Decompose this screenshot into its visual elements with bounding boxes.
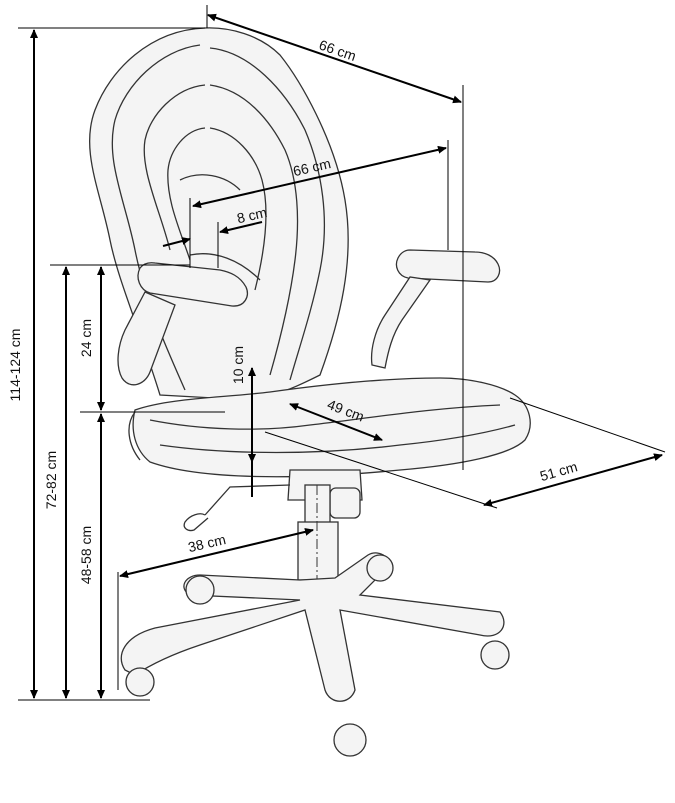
dim-backrest-width	[192, 145, 447, 209]
right-armrest-support	[370, 276, 432, 369]
seat-panel-2	[159, 424, 516, 454]
tilt-lever	[183, 484, 291, 532]
label-seat-height: 48-58 cm	[78, 526, 94, 584]
label-total-height: 114-124 cm	[7, 329, 23, 402]
label-armrest-width: 8 cm	[235, 204, 268, 226]
dim-armrest-width-left	[162, 237, 191, 247]
caster-right-back	[366, 554, 394, 582]
casters	[125, 554, 510, 757]
dimension-lines	[18, 5, 666, 701]
left-armrest-pad	[137, 262, 248, 307]
gas-lift-cover	[297, 521, 339, 581]
backrest-inner-1	[143, 84, 206, 251]
dim-armrest-width-right	[219, 221, 263, 235]
dim-seat-width	[289, 403, 383, 441]
ext-seat-right	[509, 397, 666, 453]
dim-overall-width	[207, 13, 462, 104]
left-armrest-support	[117, 291, 176, 386]
dim-base-radius	[119, 527, 314, 579]
right-armrest-pad	[395, 249, 501, 283]
label-armrest-height: 72-82 cm	[43, 451, 59, 509]
seat-front-edge	[128, 411, 141, 461]
caster-right-front	[480, 640, 510, 670]
caster-left-back	[185, 575, 215, 605]
ext-seat-front	[264, 431, 498, 509]
label-armrest-to-seat: 24 cm	[78, 319, 94, 357]
label-armrest-adjust: 10 cm	[230, 346, 246, 384]
caster-front	[333, 723, 367, 757]
caster-left-front	[125, 667, 155, 697]
dim-seat-depth	[483, 453, 663, 507]
tension-knob	[329, 487, 361, 519]
chair-illustration	[88, 27, 531, 757]
